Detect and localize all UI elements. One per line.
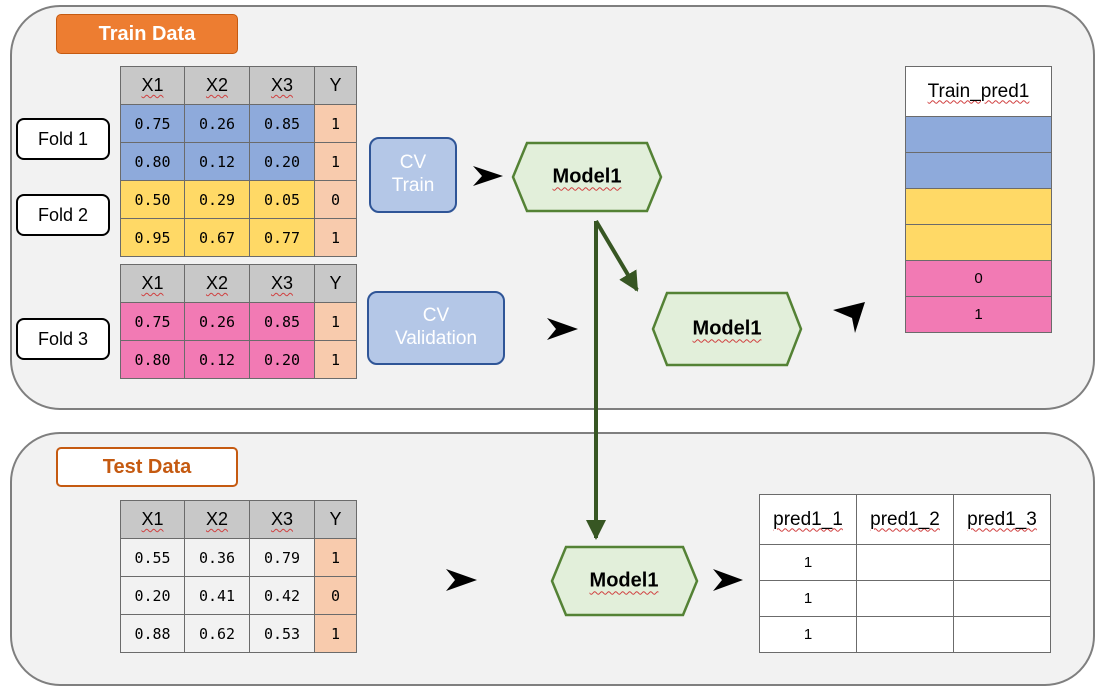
- table-cell: 1: [314, 218, 357, 257]
- model-top-label: Model1: [552, 165, 622, 188]
- fold-2-label: Fold 2: [16, 194, 110, 236]
- table-cell: 0.53: [249, 614, 315, 653]
- pred-cell: 1: [759, 616, 857, 653]
- table-cell: 0.80: [120, 142, 185, 181]
- cv-validation-line-1: CV: [422, 305, 450, 327]
- column-header: X2: [184, 500, 250, 539]
- table-cell: 1: [314, 538, 357, 577]
- column-header: X2: [184, 264, 250, 303]
- table-cell: 0.12: [184, 142, 250, 181]
- table-cell: 0.42: [249, 576, 315, 615]
- table-cell: 0.79: [249, 538, 315, 577]
- column-header: Y: [314, 264, 357, 303]
- model-top-hexagon: [511, 141, 663, 213]
- pred-cell: 1: [759, 580, 857, 617]
- train-pred-cell: [905, 188, 1052, 225]
- pred-column-header: pred1_1: [759, 494, 857, 545]
- table-cell: 0.88: [120, 614, 185, 653]
- arrow-cv-validation-to-model: [547, 318, 578, 340]
- model-test-label: Model1: [589, 569, 659, 592]
- arrow-model-to-test-pred: [713, 569, 743, 591]
- pred-column-header: pred1_2: [856, 494, 954, 545]
- table-cell: 0.20: [249, 340, 315, 379]
- table-cell: 0.67: [184, 218, 250, 257]
- table-cell: 0.41: [184, 576, 250, 615]
- column-header: X1: [120, 66, 185, 105]
- table-cell: 0.55: [120, 538, 185, 577]
- table-cell: 0.20: [249, 142, 315, 181]
- table-row: 1: [759, 580, 1051, 617]
- train-pred-cell: 1: [905, 296, 1052, 333]
- train-pred-cell: [905, 224, 1052, 261]
- cv-validation-line-2: Validation: [394, 328, 478, 349]
- table-cell: 1: [314, 142, 357, 181]
- table-row: 1: [759, 616, 1051, 653]
- test-data-title: Test Data: [56, 447, 238, 487]
- table-cell: 1: [314, 302, 357, 341]
- pred-column-header: pred1_3: [953, 494, 1051, 545]
- cv-train-line-1: CV: [399, 152, 427, 174]
- table-cell: 0: [314, 180, 357, 219]
- table-cell: 0.75: [120, 104, 185, 143]
- table-cell: 1: [314, 340, 357, 379]
- table-cell: 0.77: [249, 218, 315, 257]
- arrow-model-to-model-mid: [594, 219, 639, 292]
- cv-validation-box: CV Validation: [367, 291, 505, 365]
- column-header: Y: [314, 66, 357, 105]
- table-cell: 0.12: [184, 340, 250, 379]
- table-cell: 0.85: [249, 104, 315, 143]
- table-cell: 0.05: [249, 180, 315, 219]
- table-cell: 0.29: [184, 180, 250, 219]
- train-pred-cell: 0: [905, 260, 1052, 297]
- table-cell: 0.36: [184, 538, 250, 577]
- model-mid-hexagon: [651, 291, 803, 367]
- pred-cell: [953, 580, 1051, 617]
- table-cell: 0.62: [184, 614, 250, 653]
- model-test-hexagon: [550, 545, 699, 617]
- table-cell: 0.85: [249, 302, 315, 341]
- train-pred-cell: [905, 152, 1052, 189]
- table-cell: 0: [314, 576, 357, 615]
- table-cell: 0.26: [184, 302, 250, 341]
- table-cell: 0.20: [120, 576, 185, 615]
- arrow-test-table-to-model: [446, 569, 477, 591]
- pred-cell: [953, 616, 1051, 653]
- column-header: X3: [249, 264, 315, 303]
- train-data-title: Train Data: [56, 14, 238, 54]
- column-header: Y: [314, 500, 357, 539]
- table-cell: 0.95: [120, 218, 185, 257]
- table-cell: 1: [314, 614, 357, 653]
- column-header: X3: [249, 500, 315, 539]
- arrow-cv-train-to-model: [473, 166, 503, 186]
- table-row: 1: [759, 544, 1051, 581]
- column-header: X2: [184, 66, 250, 105]
- fold-1-label: Fold 1: [16, 118, 110, 160]
- model-mid-label: Model1: [692, 317, 762, 340]
- pred-cell: [856, 616, 954, 653]
- fold-3-label: Fold 3: [16, 318, 110, 360]
- table-cell: 1: [314, 104, 357, 143]
- cv-train-box: CV Train: [369, 137, 457, 213]
- column-header: X1: [120, 264, 185, 303]
- cv-train-line-2: Train: [391, 175, 435, 196]
- arrow-model-to-train-pred: [833, 302, 865, 333]
